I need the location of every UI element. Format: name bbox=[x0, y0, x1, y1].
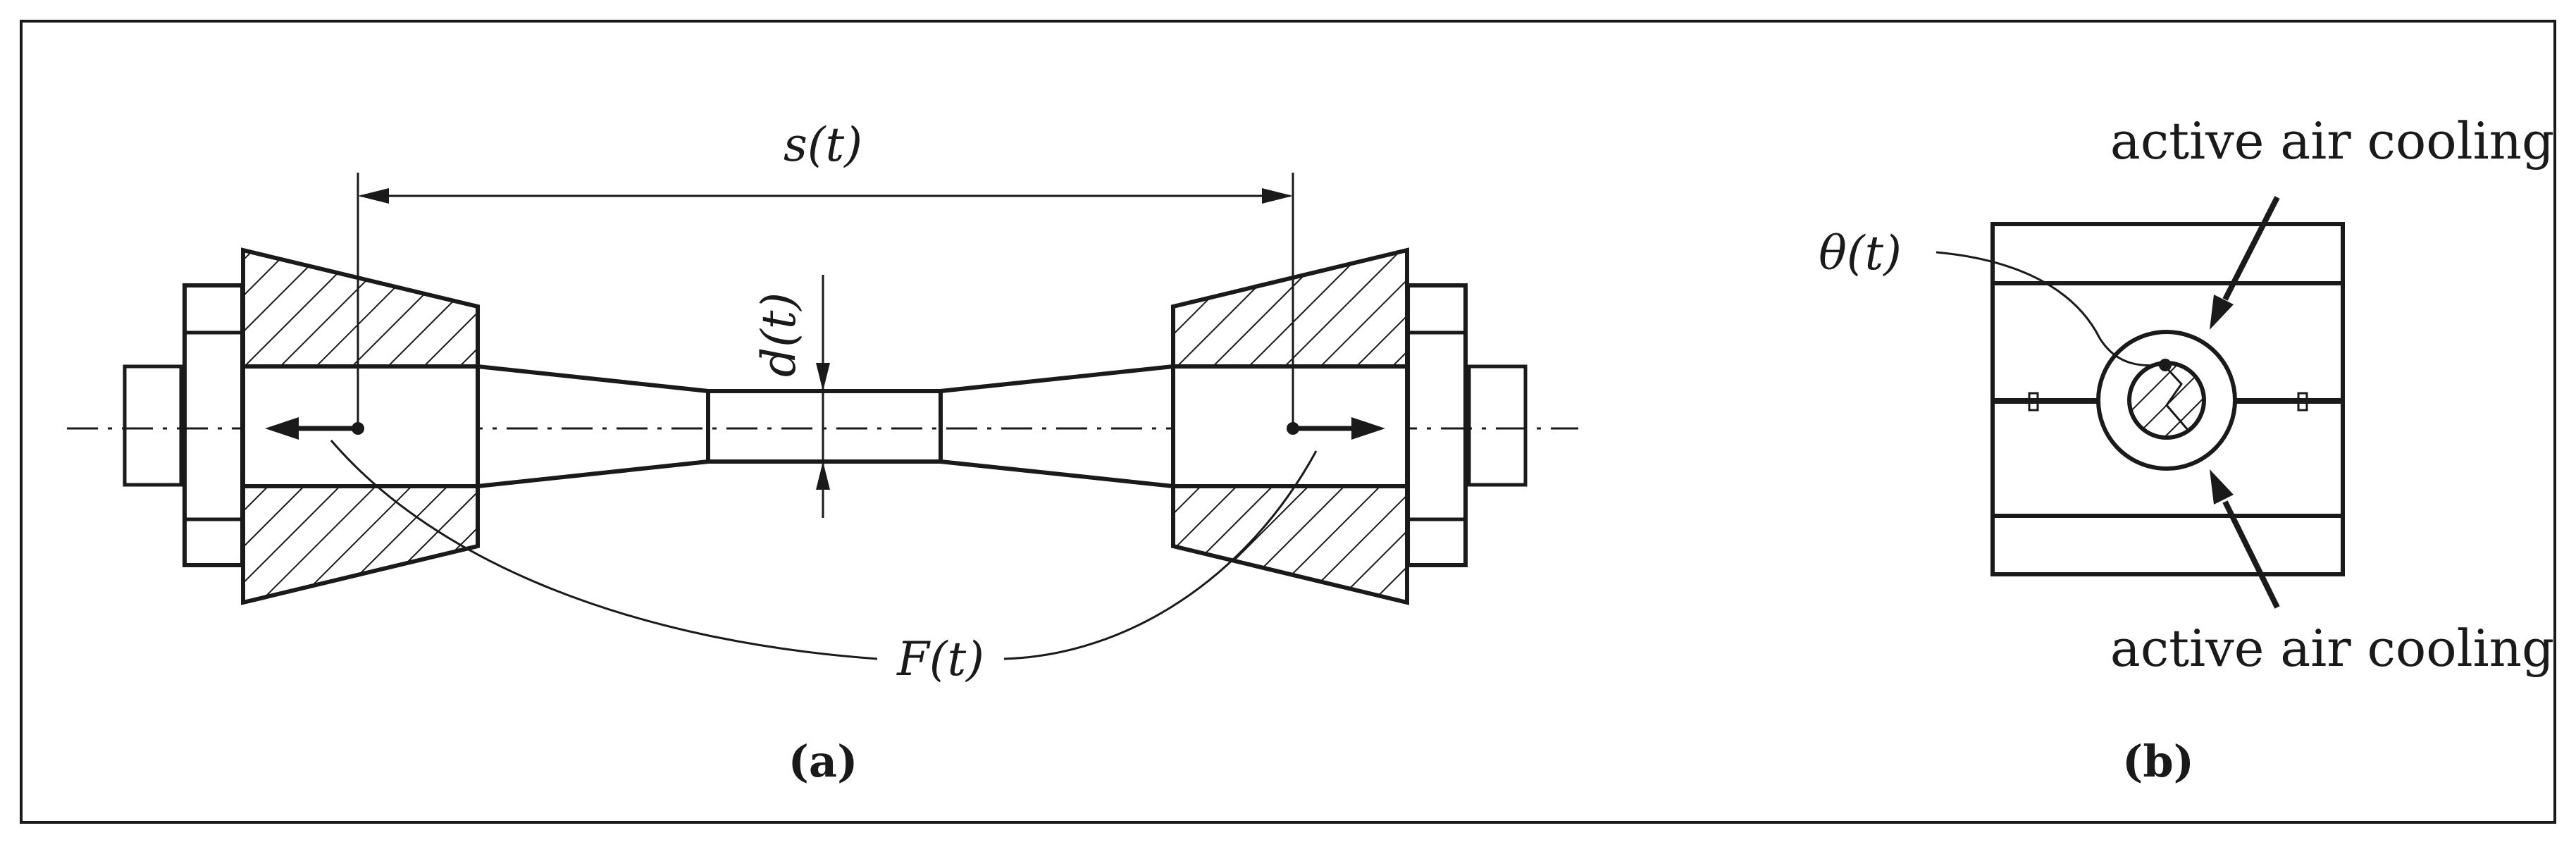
force-leader-right bbox=[1003, 450, 1318, 660]
cooling-arrow-top bbox=[2210, 196, 2280, 330]
cooling-label-top: active air cooling bbox=[2110, 111, 2554, 171]
specimen-gauge bbox=[706, 389, 943, 464]
thermocouple-wire bbox=[2164, 365, 2189, 431]
caption-a: (a) bbox=[788, 736, 858, 787]
right-bolt bbox=[1467, 364, 1528, 487]
force-arrow-left bbox=[265, 417, 364, 440]
caption-b: (b) bbox=[2122, 736, 2194, 787]
left-bolt bbox=[123, 364, 183, 487]
cooling-label-bottom: active air cooling bbox=[2110, 619, 2554, 678]
specimen bbox=[477, 364, 1174, 488]
right-wedge-top bbox=[1171, 247, 1409, 369]
diameter-dimension bbox=[816, 275, 830, 518]
right-nut bbox=[1406, 283, 1468, 567]
left-wedge-bottom bbox=[241, 484, 480, 605]
specimen-section bbox=[2127, 361, 2206, 440]
left-wedge-top bbox=[241, 247, 480, 369]
left-nut bbox=[182, 283, 244, 567]
panel-b bbox=[1936, 196, 2345, 609]
force-arrow-right bbox=[1287, 417, 1385, 440]
force-label: F(t) bbox=[896, 632, 984, 686]
right-wedge-bottom bbox=[1171, 484, 1409, 605]
thermocouple-point bbox=[2159, 359, 2172, 371]
distance-dimension bbox=[357, 173, 1294, 430]
cooling-arrow-bottom bbox=[2210, 469, 2280, 609]
panel-a bbox=[67, 173, 1578, 660]
temperature-label: θ(t) bbox=[1819, 226, 1902, 280]
temperature-leader bbox=[1936, 251, 2164, 367]
diameter-label: d(t) bbox=[752, 292, 806, 377]
distance-label: s(t) bbox=[784, 118, 862, 172]
figure-frame bbox=[20, 20, 2556, 824]
force-leader-left bbox=[330, 440, 878, 660]
